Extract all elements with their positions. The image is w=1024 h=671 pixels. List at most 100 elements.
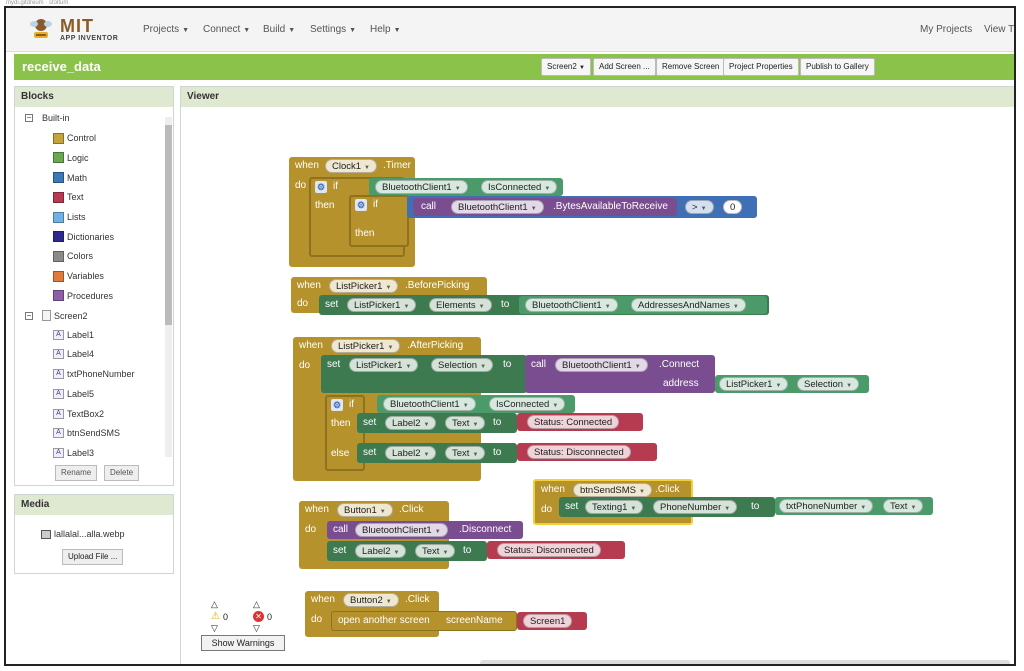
isconnected-dropdown[interactable]: IsConnected▼ <box>481 180 558 194</box>
listpicker1-dropdown[interactable]: ListPicker1▼ <box>329 279 399 293</box>
warning-up-arrow-icon[interactable]: △ <box>211 599 218 609</box>
warning-down-arrow-icon[interactable]: ▽ <box>211 623 218 633</box>
addresses-and-names-dropdown[interactable]: AddressesAndNames▼ <box>631 298 746 312</box>
text-status-disconnected[interactable]: Status: Disconnected <box>517 443 657 461</box>
compare-gt-block[interactable]: call BluetoothClient1▼ .BytesAvailableTo… <box>407 196 757 218</box>
gear-icon[interactable]: ⚙ <box>315 181 327 193</box>
tree-item-lists[interactable]: Lists <box>53 211 86 223</box>
call-bt-connect-block[interactable]: call BluetoothClient1▼ .Connect address <box>525 355 715 393</box>
bt-isconnected-getter[interactable]: BluetoothClient1▼ IsConnected▼ <box>377 395 575 413</box>
error-down-arrow-icon[interactable]: ▽ <box>253 623 260 633</box>
tree-item-colors[interactable]: Colors <box>53 250 93 262</box>
bt-dropdown[interactable]: BluetoothClient1▼ <box>383 397 476 411</box>
remove-screen-button[interactable]: Remove Screen <box>656 58 726 76</box>
app-logo[interactable]: MIT APP INVENTOR <box>28 13 118 45</box>
zero-number-block[interactable]: 0 <box>723 200 743 214</box>
text-screen1[interactable]: Screen1 <box>517 612 587 630</box>
menu-build[interactable]: Build▼ <box>263 24 296 35</box>
open-another-screen-block[interactable]: open another screen screenName <box>331 611 517 631</box>
call-bt-disconnect-block[interactable]: call BluetoothClient1▼ .Disconnect <box>327 521 523 539</box>
isconnected-dropdown[interactable]: IsConnected▼ <box>489 397 566 411</box>
upload-file-button[interactable]: Upload File ... <box>62 549 124 565</box>
tree-item-math[interactable]: Math <box>53 172 87 184</box>
listpicker1-selection-getter[interactable]: ListPicker1▼ Selection▼ <box>715 375 869 393</box>
menu-help[interactable]: Help▼ <box>370 24 401 35</box>
scrollbar-thumb[interactable] <box>165 125 172 325</box>
bt-addresses-getter[interactable]: BluetoothClient1▼ AddressesAndNames▼ <box>519 296 767 314</box>
gear-icon[interactable]: ⚙ <box>355 199 367 211</box>
elements-dropdown[interactable]: Elements▼ <box>429 298 492 312</box>
tree-item-procedures[interactable]: Procedures <box>53 290 113 302</box>
if-block-inner[interactable]: ⚙ if then <box>349 195 409 247</box>
texting1-dropdown[interactable]: Texting1▼ <box>585 500 644 514</box>
clock1-dropdown[interactable]: Clock1▼ <box>325 159 377 173</box>
tree-item-variables[interactable]: Variables <box>53 270 104 282</box>
text-status-connected[interactable]: Status: Connected <box>517 413 643 431</box>
text-dropdown[interactable]: Text▼ <box>445 416 486 430</box>
status-disconnected-string[interactable]: Status: Disconnected <box>497 543 601 557</box>
blocks-tree-scrollbar[interactable] <box>165 117 172 457</box>
tree-screen2[interactable]: −Screen2 <box>25 310 88 321</box>
bt-dropdown[interactable]: BluetoothClient1▼ <box>355 523 448 537</box>
gt-operator-dropdown[interactable]: >▼ <box>685 200 714 214</box>
workspace-horizontal-scrollbar[interactable] <box>480 660 1010 664</box>
bt-dropdown[interactable]: BluetoothClient1▼ <box>375 180 468 194</box>
txtphonenumber-text-getter[interactable]: txtPhoneNumber▼ Text▼ <box>775 497 933 515</box>
menu-connect[interactable]: Connect▼ <box>203 24 251 35</box>
phonenumber-dropdown[interactable]: PhoneNumber▼ <box>653 500 738 514</box>
text-dropdown[interactable]: Text▼ <box>415 544 456 558</box>
listpicker1-dropdown[interactable]: ListPicker1▼ <box>349 358 419 372</box>
call-bytes-available-block[interactable]: call BluetoothClient1▼ .BytesAvailableTo… <box>413 198 677 216</box>
menu-my-projects[interactable]: My Projects <box>920 24 973 35</box>
gear-icon[interactable]: ⚙ <box>331 399 343 411</box>
set-listpicker1-elements-block[interactable]: set ListPicker1▼ Elements▼ to BluetoothC… <box>319 295 769 315</box>
error-up-arrow-icon[interactable]: △ <box>253 599 260 609</box>
text-dropdown[interactable]: Text▼ <box>883 499 924 513</box>
tree-item-text[interactable]: Text <box>53 191 84 203</box>
screen-select-button[interactable]: Screen2 ▼ <box>541 58 591 76</box>
set-label2-text-block[interactable]: set Label2▼ Text▼ to <box>327 541 487 561</box>
button2-dropdown[interactable]: Button2▼ <box>343 593 399 607</box>
set-label2-text-connected-block[interactable]: set Label2▼ Text▼ to <box>357 413 517 433</box>
media-file-item[interactable]: lallalal...alla.webp <box>41 529 125 539</box>
blocks-workspace[interactable]: when Clock1▼ .Timer do ⚙ if then Bluetoo… <box>181 115 1014 664</box>
text-dropdown[interactable]: Text▼ <box>445 446 486 460</box>
set-label2-text-disconnected-block[interactable]: set Label2▼ Text▼ to <box>357 443 517 463</box>
menu-settings[interactable]: Settings▼ <box>310 24 357 35</box>
listpicker1-dropdown[interactable]: ListPicker1▼ <box>719 377 789 391</box>
tree-item-control[interactable]: Control <box>53 132 96 144</box>
tree-item-dictionaries[interactable]: Dictionaries <box>53 231 114 243</box>
menu-projects[interactable]: Projects▼ <box>143 24 190 35</box>
label2-dropdown[interactable]: Label2▼ <box>385 416 437 430</box>
listpicker1-dropdown[interactable]: ListPicker1▼ <box>347 298 417 312</box>
tree-builtin[interactable]: −Built-in <box>25 113 70 123</box>
bt-dropdown[interactable]: BluetoothClient1▼ <box>451 200 544 214</box>
set-listpicker1-selection-block[interactable]: set ListPicker1▼ Selection▼ to <box>321 355 527 393</box>
screen1-string[interactable]: Screen1 <box>523 614 573 628</box>
tree-item-logic[interactable]: Logic <box>53 152 89 164</box>
publish-to-gallery-button[interactable]: Publish to Gallery <box>800 58 875 76</box>
button1-dropdown[interactable]: Button1▼ <box>337 503 393 517</box>
project-properties-button[interactable]: Project Properties <box>723 58 799 76</box>
show-warnings-button[interactable]: Show Warnings <box>201 635 285 651</box>
label2-dropdown[interactable]: Label2▼ <box>355 544 407 558</box>
txtphonenumber-dropdown[interactable]: txtPhoneNumber▼ <box>779 499 874 513</box>
label2-dropdown[interactable]: Label2▼ <box>385 446 437 460</box>
set-texting1-phonenumber-block[interactable]: set Texting1▼ PhoneNumber▼ to <box>559 497 775 517</box>
collapse-icon[interactable]: − <box>25 310 33 320</box>
btnsendsms-dropdown[interactable]: btnSendSMS▼ <box>573 483 652 497</box>
bt-isconnected-getter[interactable]: BluetoothClient1▼ IsConnected▼ <box>369 178 563 196</box>
delete-button[interactable]: Delete <box>104 465 140 481</box>
status-connected-string[interactable]: Status: Connected <box>527 415 620 429</box>
bt-dropdown[interactable]: BluetoothClient1▼ <box>555 358 648 372</box>
bt-dropdown[interactable]: BluetoothClient1▼ <box>525 298 618 312</box>
listpicker1-dropdown[interactable]: ListPicker1▼ <box>331 339 401 353</box>
menu-view-trash[interactable]: View Tra <box>984 24 1014 35</box>
text-status-disconnected[interactable]: Status: Disconnected <box>487 541 625 559</box>
